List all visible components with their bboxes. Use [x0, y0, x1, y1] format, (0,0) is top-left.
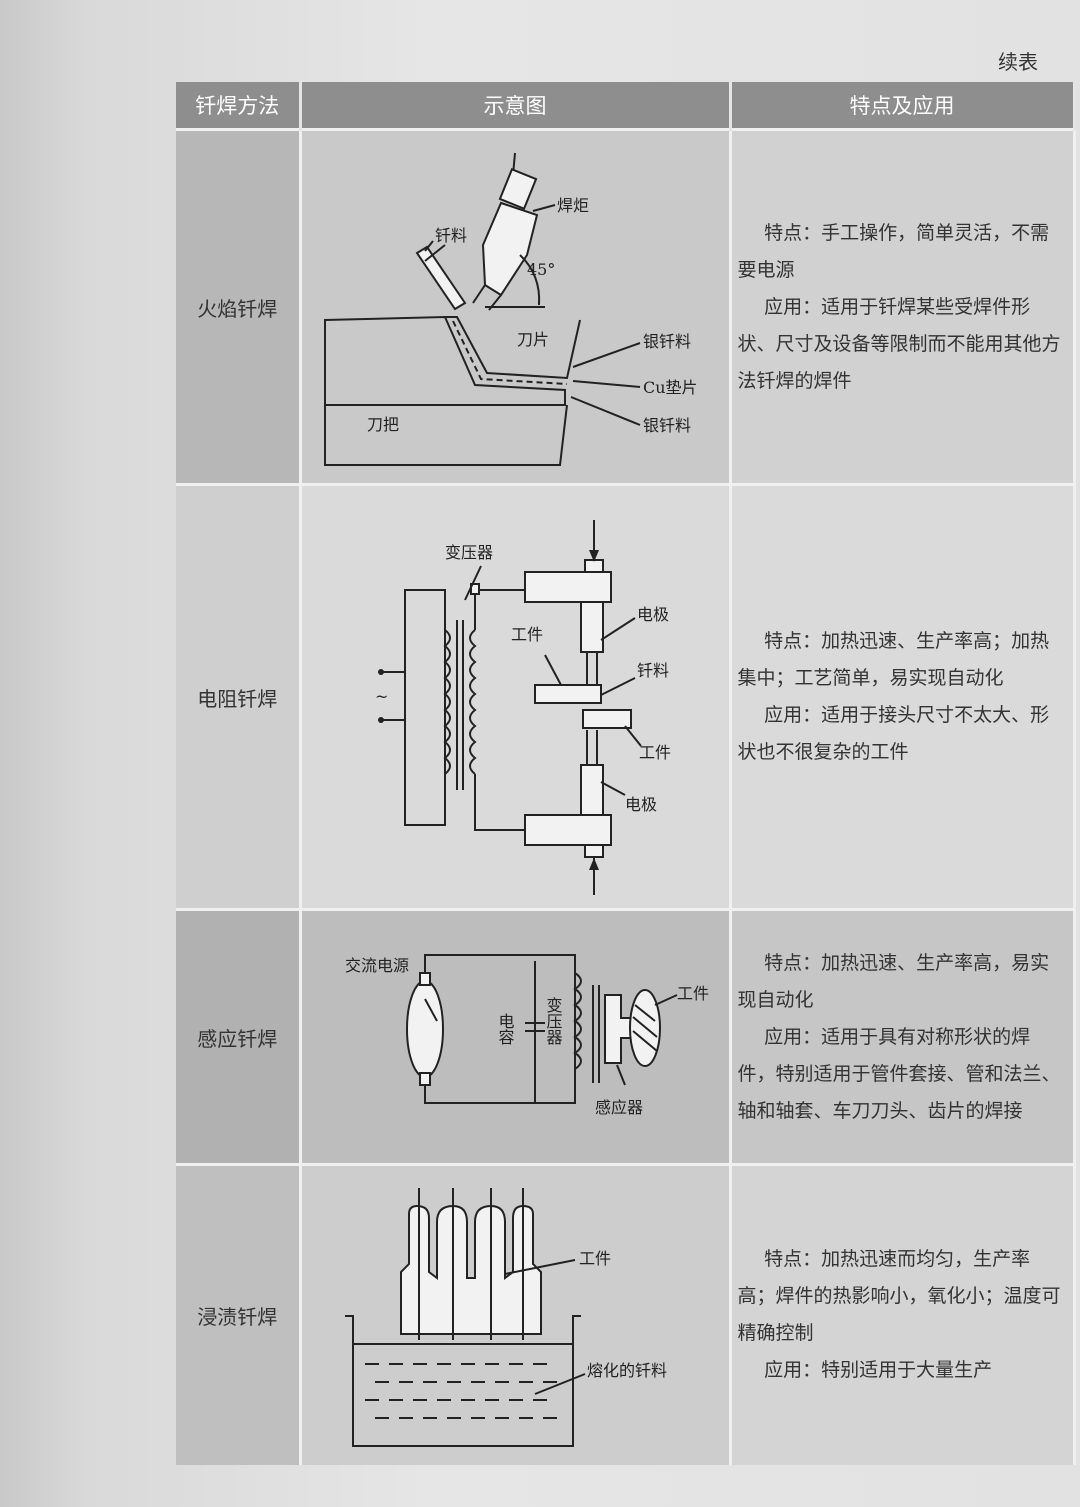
label-angle: 45°: [527, 260, 555, 279]
diagram-cell: 变压器 电极 工件 钎料 ~ 工件 电极: [300, 483, 732, 910]
table-row: 感应钎焊: [176, 908, 1076, 1165]
label-blade: 刀片: [517, 330, 549, 349]
features-cell: 特点：加热迅速而均匀，生产率高；焊件的热影响小，氧化小；温度可精确控制 应用：特…: [730, 1163, 1076, 1465]
method-name: 电阻钎焊: [176, 483, 302, 910]
table-row: 浸渍钎焊: [176, 1163, 1076, 1465]
label-transformer: 变压器: [544, 997, 563, 1045]
method-name: 感应钎焊: [176, 908, 302, 1165]
label-torch: 焊炬: [557, 196, 589, 215]
label-electrode-top: 电极: [637, 605, 669, 624]
features-text: 特点：加热迅速、生产率高，易实现自动化: [737, 951, 1050, 1011]
flame-brazing-diagram: 焊炬 钎料 45° 刀片 银钎料 Cu垫片 银钎料 刀把: [324, 152, 698, 466]
label-inductor: 感应器: [595, 1098, 643, 1117]
label-filler: 钎料: [435, 226, 467, 245]
application-text: 应用：特别适用于大量生产: [764, 1359, 993, 1382]
application-text: 应用：适用于钎焊某些受焊件形状、尺寸及设备等限制而不能用其他方法钎焊的焊件: [737, 295, 1061, 392]
diagram-cell: 工件 熔化的钎料: [300, 1163, 732, 1465]
application-text: 应用：适用于具有对称形状的焊件，特别适用于管件套接、管和法兰、轴和轴套、车刀刀头…: [737, 1025, 1061, 1122]
induction-brazing-diagram: 交流电源 电容 变压器 工件 感应器: [345, 953, 709, 1117]
label-ac: ~: [375, 687, 388, 706]
label-molten-filler: 熔化的钎料: [587, 1361, 667, 1380]
method-name: 火焰钎焊: [176, 128, 302, 485]
label-electrode-bottom: 电极: [625, 795, 657, 814]
features-text: 特点：加热迅速、生产率高；加热集中；工艺简单，易实现自动化: [737, 630, 1050, 689]
table-row: 火焰钎焊: [176, 128, 1076, 485]
features-cell: 特点：加热迅速、生产率高；加热集中；工艺简单，易实现自动化 应用：适用于接头尺寸…: [730, 483, 1076, 910]
header-method: 钎焊方法: [176, 82, 302, 130]
label-silver-filler-top: 银钎料: [643, 332, 691, 351]
table-header-row: 钎焊方法 示意图 特点及应用: [176, 82, 1076, 130]
brazing-methods-table: 钎焊方法 示意图 特点及应用 火焰钎焊: [176, 82, 1076, 1465]
features-text: 特点：手工操作，简单灵活，不需要电源: [737, 221, 1050, 281]
label-workpiece: 工件: [579, 1249, 611, 1268]
dip-brazing-diagram: 工件 熔化的钎料: [345, 1188, 667, 1448]
label-silver-filler-bottom: 银钎料: [643, 416, 691, 435]
label-workpiece-bottom: 工件: [639, 743, 671, 762]
continued-label: 续表: [998, 50, 1038, 74]
label-transformer: 变压器: [445, 543, 493, 562]
diagram-cell: 焊炬 钎料 45° 刀片 银钎料 Cu垫片 银钎料 刀把: [300, 128, 732, 485]
label-capacitor: 电容: [496, 1013, 515, 1045]
features-cell: 特点：手工操作，简单灵活，不需要电源 应用：适用于钎焊某些受焊件形状、尺寸及设备…: [730, 128, 1076, 485]
table-row: 电阻钎焊: [176, 483, 1076, 910]
header-features: 特点及应用: [730, 82, 1076, 130]
label-cu-shim: Cu垫片: [643, 378, 698, 397]
resistance-brazing-diagram: 变压器 电极 工件 钎料 ~ 工件 电极: [375, 520, 671, 895]
header-diagram: 示意图: [300, 82, 732, 130]
method-name: 浸渍钎焊: [176, 1163, 302, 1465]
diagram-cell: 交流电源 电容 变压器 工件 感应器: [300, 908, 732, 1165]
label-workpiece: 工件: [677, 984, 709, 1003]
application-text: 应用：适用于接头尺寸不太大、形状也不很复杂的工件: [737, 704, 1050, 763]
label-handle: 刀把: [367, 415, 399, 434]
label-filler: 钎料: [637, 661, 669, 680]
features-text: 特点：加热迅速而均匀，生产率高；焊件的热影响小，氧化小；温度可精确控制: [737, 1248, 1061, 1345]
label-ac-source: 交流电源: [345, 956, 409, 975]
label-workpiece-top: 工件: [511, 625, 543, 644]
features-cell: 特点：加热迅速、生产率高，易实现自动化 应用：适用于具有对称形状的焊件，特别适用…: [730, 908, 1076, 1165]
